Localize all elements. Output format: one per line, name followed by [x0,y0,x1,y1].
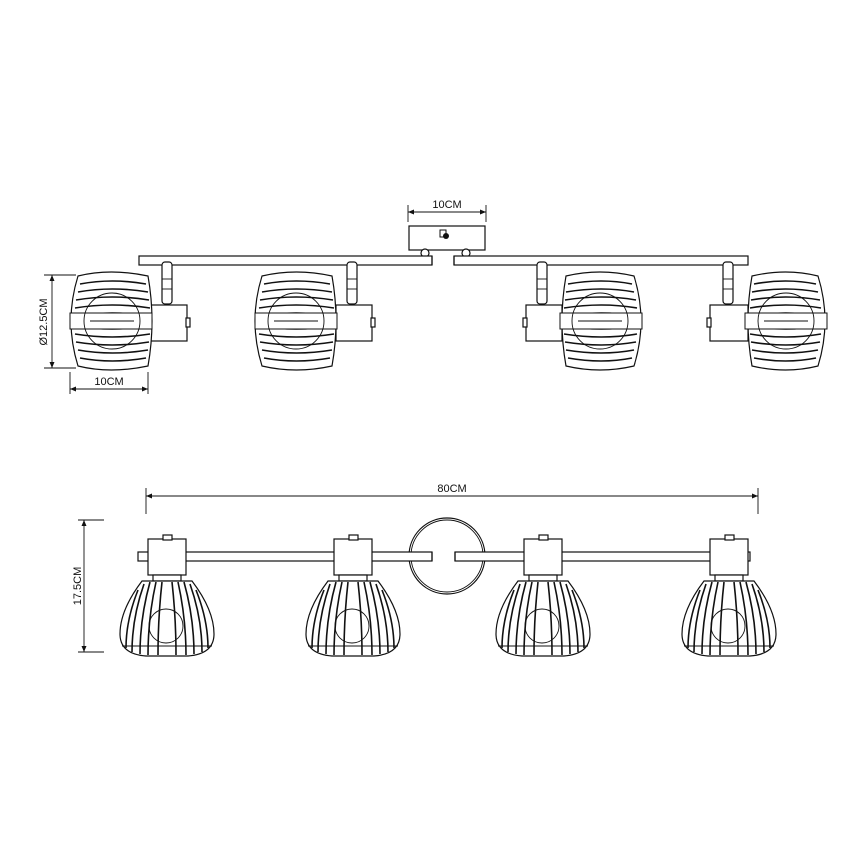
top-plate-width-label: 10CM [432,199,461,211]
overall-height-dimension: 17.5CM [72,519,104,653]
overall-height-label: 17.5CM [72,567,84,606]
shade-length-dimension: 10CM [69,372,149,394]
lamp-front-2 [305,534,401,657]
top-plate-width-dimension: 10CM [407,199,487,222]
shade-length-label: 10CM [94,376,123,388]
overall-width-dimension: 80CM [145,483,759,514]
lamp-head-top-3 [522,261,643,371]
lamp-head-top-4 [706,261,828,371]
shade-diameter-label: Ø12.5CM [38,298,50,345]
rail-front [137,551,751,562]
top-view: 10CM [38,199,828,394]
rail-top [138,255,749,266]
shade-diameter-dimension: Ø12.5CM [38,274,76,369]
lamp-head-top-2 [254,261,376,371]
front-view: 80CM 17.5CM [72,483,777,657]
ceiling-plate-top [408,225,486,258]
lamp-head-top-1 [69,261,191,371]
lamp-front-4 [681,534,777,657]
overall-width-label: 80CM [437,483,466,495]
lamp-front-3 [495,534,591,657]
lamp-front-1 [119,534,215,657]
